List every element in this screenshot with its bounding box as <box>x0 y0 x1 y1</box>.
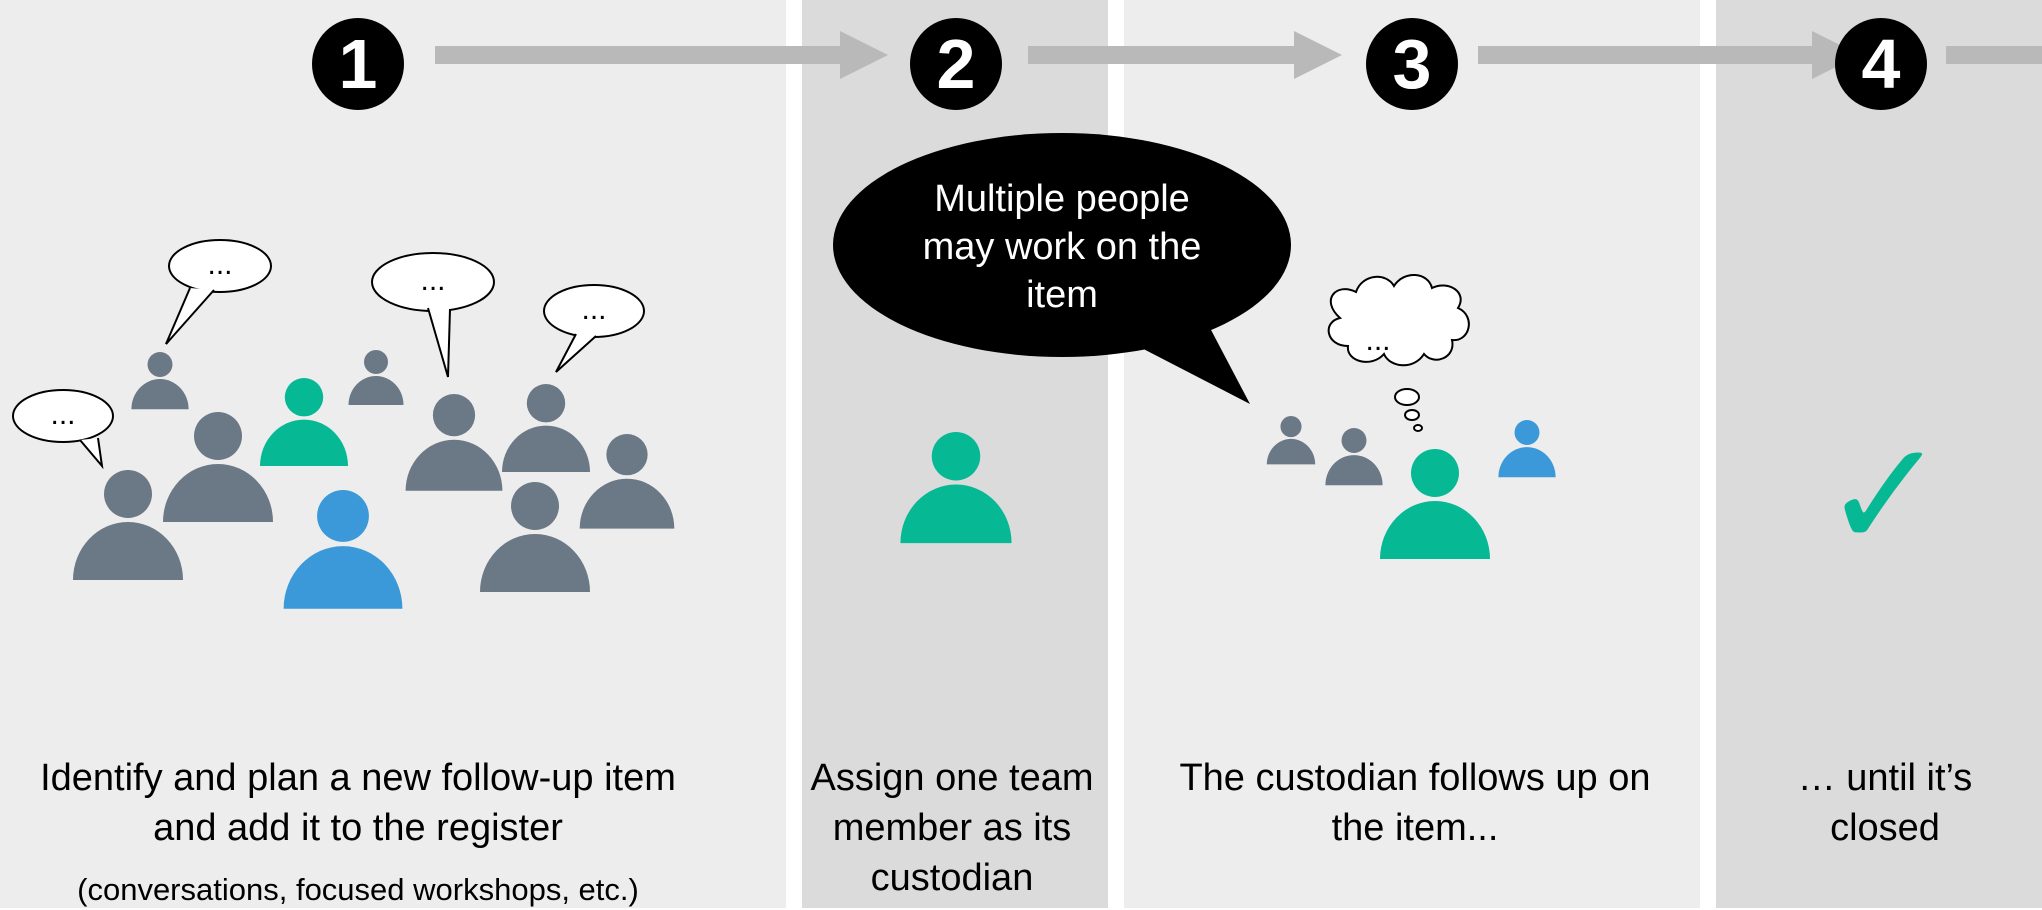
step-3-badge: 3 <box>1366 18 1458 110</box>
person-icon <box>348 350 404 405</box>
callout-text: Multiple people may work on the item <box>922 178 1202 316</box>
person-icon <box>131 352 189 410</box>
checkmark-icon: ✓ <box>1822 411 1948 579</box>
person-icon <box>900 432 1012 544</box>
arrow-right-icon <box>435 31 888 79</box>
step-1-panel <box>0 0 786 908</box>
person-icon <box>579 434 675 529</box>
thought-bubble-text: ... <box>1365 324 1391 357</box>
arrow-right-icon <box>1946 46 2042 64</box>
person-icon <box>405 394 503 491</box>
arrow-right-icon <box>1028 31 1342 79</box>
person-icon <box>260 378 348 466</box>
speech-bubble-text: ... <box>420 264 446 297</box>
person-icon <box>1380 449 1490 559</box>
person-icon <box>1266 416 1316 465</box>
person-icon <box>480 482 590 592</box>
person-icon <box>502 384 590 472</box>
step-1-badge: 1 <box>312 18 404 110</box>
person-icon <box>73 470 183 580</box>
callout-bubble <box>833 133 1291 404</box>
speech-bubble-icon <box>165 239 272 345</box>
step-4-caption: … until it’s closed <box>1797 757 1973 849</box>
speech-bubble-text: ... <box>50 398 76 431</box>
person-icon <box>1325 428 1383 486</box>
step-4-badge: 4 <box>1835 18 1927 110</box>
speech-bubble-text: ... <box>207 248 233 281</box>
step-2-caption: Assign one team member as its custodian <box>810 757 1094 899</box>
step-3-caption: The custodian follows up on the item... <box>1179 757 1651 849</box>
person-icon <box>283 489 403 609</box>
person-icon <box>1498 420 1556 478</box>
step-3-panel <box>1124 0 1700 908</box>
step-1-sub-caption: (conversations, focused workshops, etc.) <box>77 872 639 907</box>
speech-bubble-icon <box>543 284 645 373</box>
step-4-panel <box>1716 0 2042 908</box>
person-icon <box>163 412 273 522</box>
step-1-caption: Identify and plan a new follow-up item a… <box>40 757 676 849</box>
arrow-right-icon <box>1478 31 1860 79</box>
step-2-badge: 2 <box>910 18 1002 110</box>
speech-bubble-icon <box>12 389 114 470</box>
thought-bubble-icon <box>1327 274 1470 432</box>
speech-bubble-text: ... <box>581 293 607 326</box>
speech-bubble-icon <box>371 252 495 378</box>
